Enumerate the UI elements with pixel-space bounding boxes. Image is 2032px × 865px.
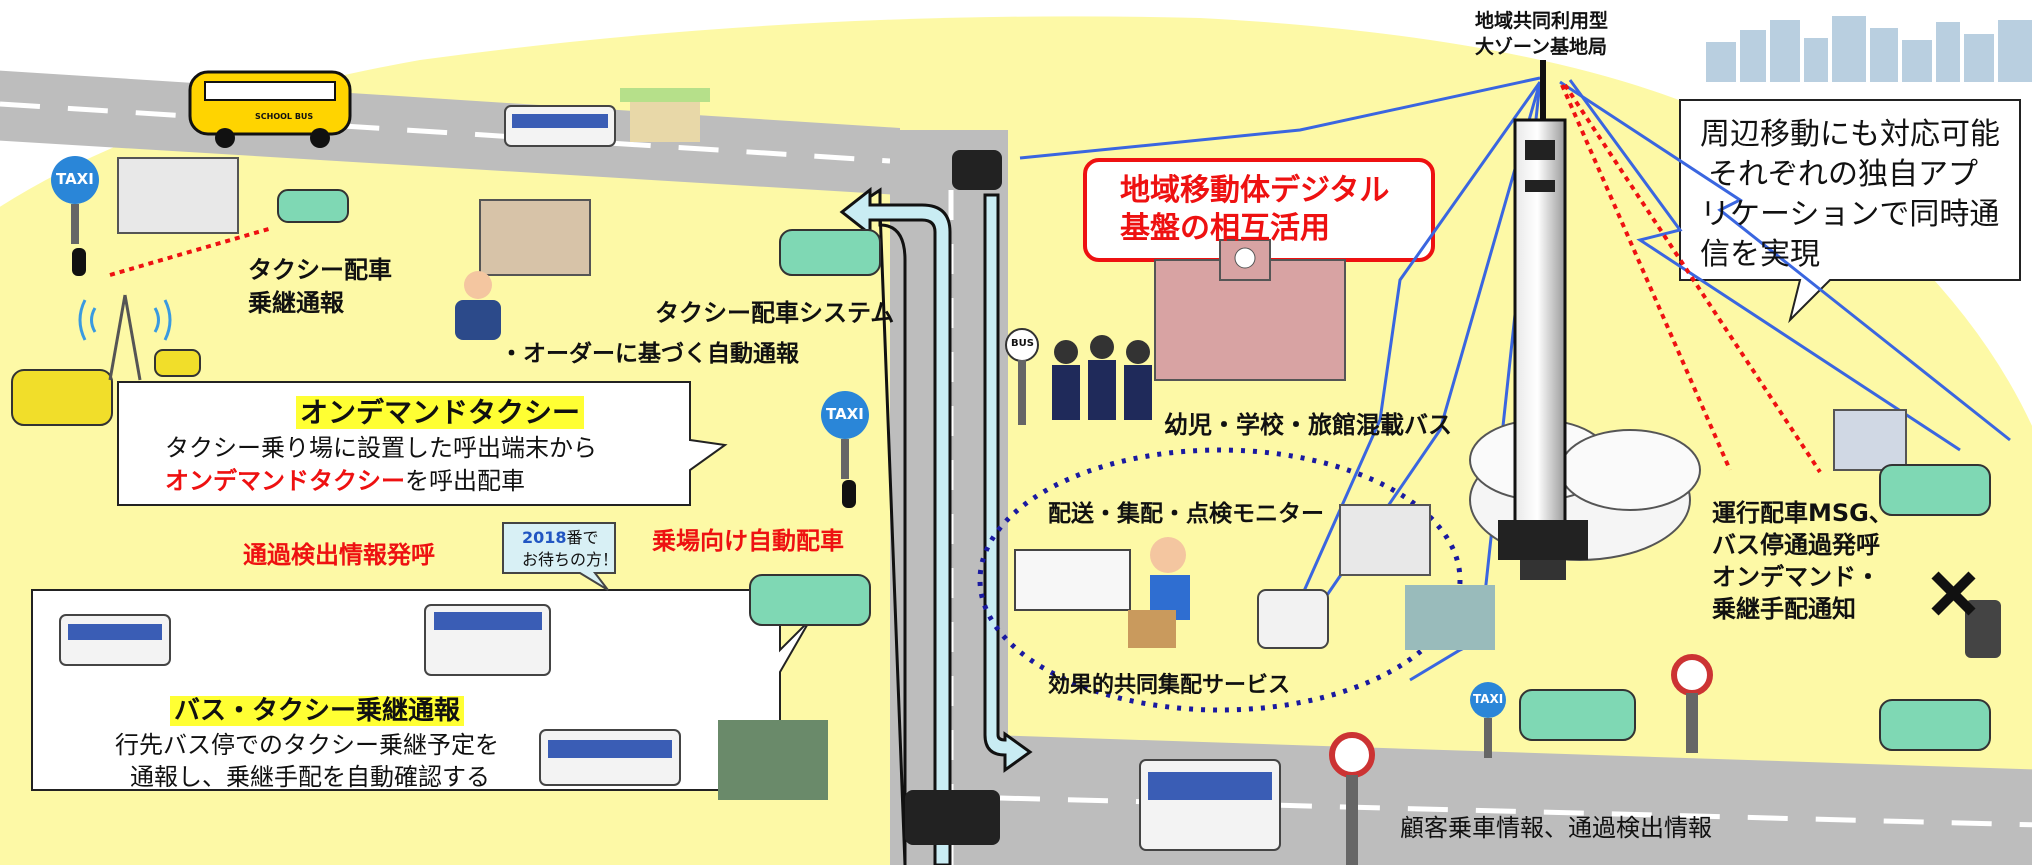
- bubble-number: 2018: [522, 528, 567, 547]
- delivery-worker-icon: [1128, 537, 1190, 648]
- base-station-label-line1: 地域共同利用型: [1475, 10, 1609, 32]
- bus-taxi-title: バス・タクシー乗継通報: [170, 695, 465, 728]
- bus-stop-pole-icon: [1005, 328, 1713, 865]
- center-title-line2: 基盤の相互活用: [1120, 211, 1330, 246]
- taxi-transfer-line2: 乗継通報: [248, 289, 344, 317]
- ondemand-line2-rest: を呼出配車: [405, 467, 525, 495]
- right-callout-line3: リケーションで同時通: [1700, 197, 2000, 232]
- bus-taxi-title-text: バス・タクシー乗継通報: [170, 696, 465, 726]
- bus-taxi-line1: 行先バス停でのタクシー乗継予定を: [115, 731, 499, 759]
- customer-info-label: 顧客乗車情報、通過検出情報: [1400, 814, 1712, 842]
- hand-pointer-icon: [72, 248, 856, 508]
- bubble-line2: お待ちの方！: [522, 550, 619, 569]
- operation-line3: オンデマンド・: [1712, 563, 1880, 591]
- mixed-bus-label: 幼児・学校・旅館混載バス: [1164, 411, 1452, 439]
- bus-taxi-line2: 通報し、乗継手配を自動確認する: [130, 763, 490, 791]
- school-bus-text: SCHOOL BUS: [255, 112, 314, 121]
- ondemand-line2: オンデマンドタクシーを呼出配車: [165, 466, 525, 496]
- ondemand-title-text: オンデマンドタクシー: [296, 396, 585, 429]
- bubble-line1-rest: 番で: [566, 528, 599, 547]
- operation-line4: 乗継手配通知: [1712, 595, 1856, 623]
- garbage-truck-icon: [718, 585, 1495, 800]
- center-title-line1: 地域移動体デジタル: [1120, 173, 1390, 208]
- delivery-truck-icon: [1014, 549, 1131, 611]
- taxi-car-icon: [11, 189, 1991, 751]
- school-building-icon: [1154, 239, 1346, 381]
- taxi-transfer-line1: タクシー配車: [248, 256, 392, 284]
- delivery-area-ellipse: [977, 447, 1463, 713]
- city-skyline-icon: [1706, 16, 2032, 82]
- school-bus-icon: [188, 70, 352, 148]
- base-station-label-line2: 大ゾーン基地局: [1475, 36, 1608, 58]
- taxi-sign-text-center: TAXI: [826, 405, 864, 423]
- ondemand-line2-red: オンデマンドタクシー: [165, 467, 405, 495]
- office-building-icon: [479, 199, 1907, 576]
- van-icon: [1257, 589, 1329, 649]
- taxi-sign-text-left: TAXI: [56, 170, 94, 188]
- right-callout-line4: 信を実現: [1700, 237, 1820, 272]
- operation-line2: バス停通過発呼: [1712, 531, 1880, 559]
- smartphone-icon: [1965, 600, 2001, 658]
- bus-stop-sign-text: BUS: [1011, 338, 1034, 349]
- right-callout-line2: それぞれの独自アプ: [1708, 157, 1978, 192]
- auto-notify-label: ・オーダーに基づく自動通報: [500, 341, 799, 367]
- cross-mark-icon: [1931, 571, 1976, 616]
- stand-dispatch-label: 乗場向け自動配車: [652, 527, 844, 555]
- delivery-monitor-label: 配送・集配・点検モニター: [1048, 501, 1324, 527]
- students-icon: [1052, 335, 1152, 420]
- data-flow-arrows: [109, 83, 1822, 474]
- right-callout-line1: 周辺移動にも対応可能: [1700, 117, 2000, 152]
- pass-detect-label: 通過検出情報発呼: [243, 541, 435, 569]
- taxi-sign-text-right: TAXI: [1473, 692, 1504, 706]
- base-station-tower-icon: [1469, 60, 1701, 580]
- apartment-icon: [117, 157, 239, 234]
- speech-bubble: [502, 522, 616, 591]
- joint-delivery-label: 効果的共同集配サービス: [1048, 673, 1291, 698]
- bus-shelter-icon: [620, 88, 710, 142]
- ondemand-title: オンデマンドタクシー: [296, 395, 585, 430]
- taxi-car-icon: [905, 150, 1002, 845]
- radio-tower-icon: [78, 294, 172, 381]
- taxi-sign-icon: [51, 156, 1506, 758]
- operation-line1: 運行配車MSG、: [1712, 499, 1893, 527]
- ondemand-line1: タクシー乗り場に設置した呼出端末から: [165, 434, 597, 462]
- operator-person-icon: [455, 271, 501, 340]
- bubble-line1: 2018番で: [522, 528, 599, 548]
- dispatch-system-label: タクシー配車システム: [655, 299, 895, 327]
